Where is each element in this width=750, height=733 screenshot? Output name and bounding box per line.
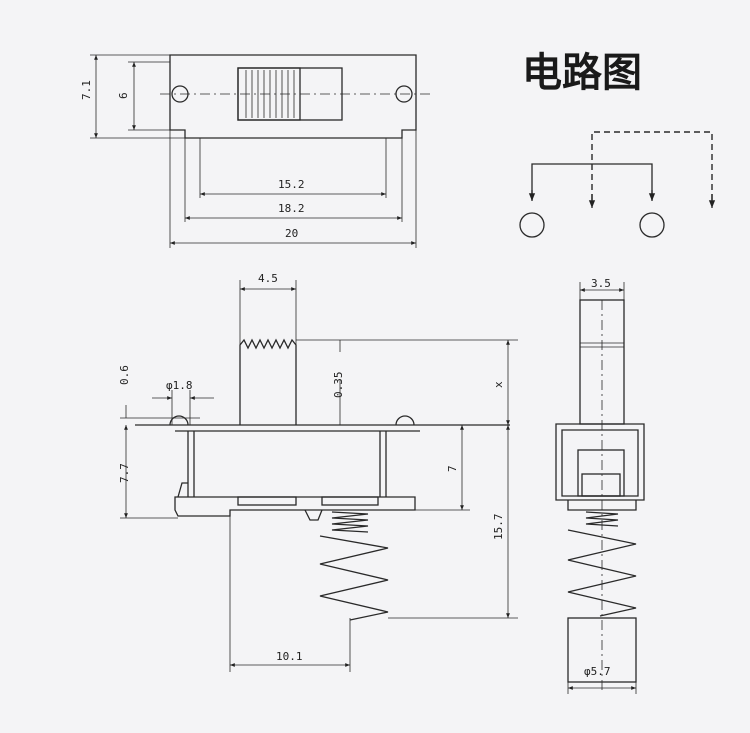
dim-phi-5-7: φ5.7 [584,665,611,678]
dim-0-6: 0.6 [118,365,131,385]
dim-phi-1-8: φ1.8 [166,379,193,392]
top-view: 7.1 6 15.2 18.2 20 [80,54,430,248]
side-view: 4.5 [118,272,518,672]
front-view: 3.5 φ5.7 [555,277,645,694]
dim-6: 6 [117,92,130,99]
dim-7-1: 7.1 [80,80,93,100]
dim-10-1: 10.1 [276,650,303,663]
dim-0-35: 0.35 [332,372,345,399]
dim-3-5: 3.5 [591,277,611,290]
dim-18-2: 18.2 [278,202,305,215]
dim-15-2: 15.2 [278,178,305,191]
circuit-diagram [519,131,716,238]
dim-7-7: 7.7 [118,463,131,483]
dim-x: x [492,381,505,388]
dim-15-7: 15.7 [492,514,505,541]
dim-20: 20 [285,227,298,240]
dim-4-5: 4.5 [258,272,278,285]
slider-ridges [245,70,295,118]
dim-7: 7 [446,465,459,472]
circuit-diagram-title: 电路图 [522,50,642,96]
